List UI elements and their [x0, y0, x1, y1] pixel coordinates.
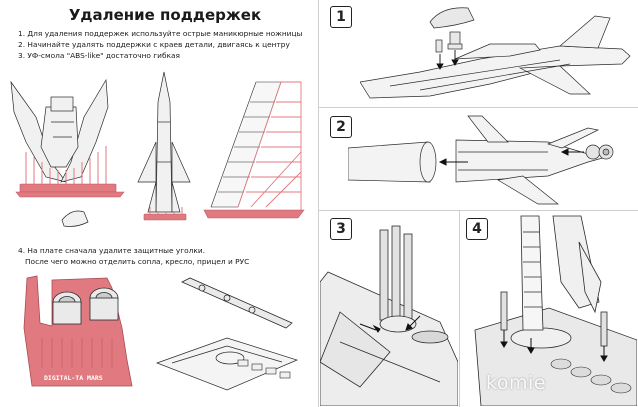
horizontal-divider-right-2 — [318, 210, 638, 211]
step-badge-1: 1 — [330, 6, 352, 28]
seat-part — [435, 31, 463, 53]
instruction-step-4-line-2: После чего можно отделить сопла, кресло,… — [25, 257, 250, 266]
support-pink-base-3 — [203, 209, 305, 219]
wing-part-on-supports — [10, 78, 109, 183]
assembly-arrows — [436, 50, 459, 70]
plate-brand-text: DIGITAL-TA MARS — [44, 374, 103, 382]
horizontal-divider-right-1 — [318, 107, 638, 108]
instruction-step-4-line-1: 4. На плате сначала удалите защитные уго… — [18, 246, 205, 255]
page-title: Удаление поддержек — [68, 6, 262, 24]
nozzle-right — [89, 287, 119, 321]
instruction-step-3: 3. УФ-смола "ABS-like" достаточно гибкая — [18, 51, 180, 60]
stand-rollers — [550, 358, 632, 394]
insert-arrows — [438, 148, 584, 166]
model-on-stand-illustration — [474, 215, 637, 406]
fuselage-part-on-supports — [137, 71, 191, 213]
watermark-text: komie — [486, 372, 546, 394]
support-struts-1 — [25, 146, 107, 184]
vertical-divider-bottom-right — [459, 210, 460, 407]
instruction-step-1: 1. Для удаления поддержек используйте ос… — [18, 29, 303, 38]
nozzle-pair — [585, 144, 614, 160]
step-badge-2: 2 — [330, 116, 352, 138]
support-pink-lattice — [237, 81, 302, 212]
canopy-part — [429, 7, 475, 29]
pink-supports-grid — [41, 338, 113, 368]
support-pink-base-2 — [143, 213, 187, 221]
nozzle-left — [52, 291, 82, 325]
mount-arrows — [500, 330, 608, 362]
engine-nozzle-illustration — [348, 115, 614, 205]
vertical-divider — [318, 0, 319, 407]
support-struts-2 — [149, 207, 183, 214]
canopy-piece — [61, 210, 89, 227]
step-badge-3: 3 — [330, 218, 352, 240]
separated-small-parts — [237, 359, 291, 379]
support-pink-base-1 — [15, 183, 125, 198]
step-badge-4: 4 — [466, 218, 488, 240]
print-plate-illustration: DIGITAL-TA MARS — [23, 275, 299, 391]
detail-arrows — [359, 315, 421, 333]
printed-parts-on-supports-illustration — [10, 71, 305, 227]
lattice-part-on-supports — [210, 81, 282, 208]
landing-gear-detail-illustration — [320, 225, 458, 406]
instruction-step-2: 2. Начинайте удалять поддержки с краев д… — [18, 40, 290, 49]
separated-parts-base — [155, 337, 299, 391]
separated-part-rod — [181, 277, 293, 329]
cockpit-assembly-illustration — [360, 7, 631, 99]
